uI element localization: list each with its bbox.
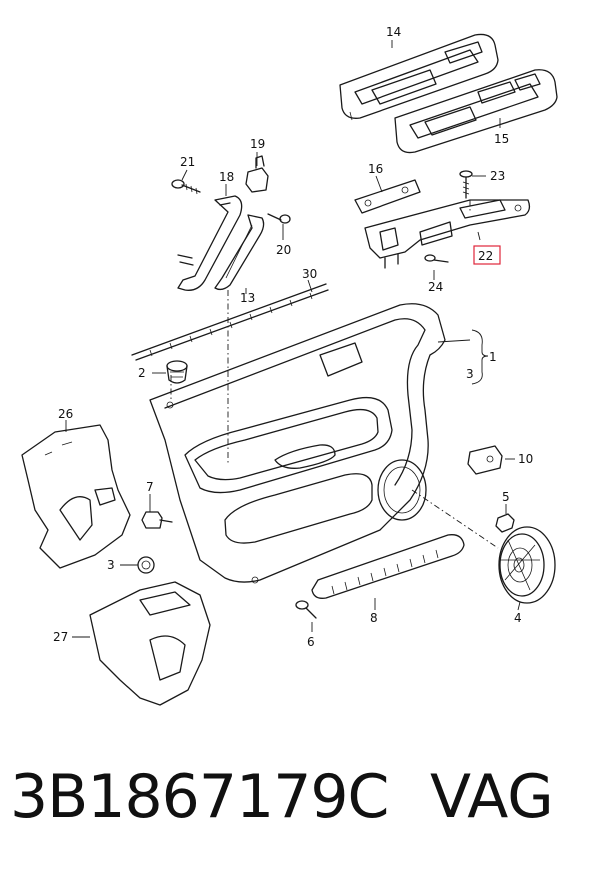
part-1-door-trim-panel <box>149 303 446 584</box>
bracket-1-3 <box>471 329 489 385</box>
part-26-insulation-piece <box>21 424 131 569</box>
callout-1: 1 <box>489 350 497 364</box>
part-27-insulation-piece <box>89 581 211 706</box>
callout-14: 14 <box>386 25 401 39</box>
part-15-trim-strip <box>394 69 558 154</box>
part-20-screw <box>267 213 291 224</box>
callout-18: 18 <box>219 170 234 184</box>
part-6-screw <box>295 600 317 619</box>
callout-20: 20 <box>276 243 291 257</box>
callout-27: 27 <box>53 630 68 644</box>
part-24-screw <box>424 254 449 263</box>
callout-19: 19 <box>250 137 265 151</box>
part-5-nut <box>495 513 515 533</box>
brand-label: VAG <box>430 762 554 832</box>
callout-16: 16 <box>368 162 383 176</box>
centerline <box>411 489 499 549</box>
callout-3-upper: 3 <box>466 367 474 381</box>
highlight-box-22 <box>473 245 501 265</box>
part-10-switch <box>467 445 503 475</box>
part-2-clip <box>166 360 188 384</box>
callout-30: 30 <box>302 267 317 281</box>
callout-6: 6 <box>307 635 315 649</box>
part-30-sealing-strip <box>131 283 329 361</box>
callout-26: 26 <box>58 407 73 421</box>
part-4-speaker <box>498 526 556 604</box>
part-13-handle-cover <box>214 214 265 291</box>
part-21-screw <box>171 179 201 195</box>
part-8-trim-strip <box>311 534 465 599</box>
callout-2: 2 <box>138 366 146 380</box>
callout-4: 4 <box>514 611 522 625</box>
callout-24: 24 <box>428 280 443 294</box>
part-18-grab-handle <box>177 195 243 291</box>
part-number: 3B1867179C <box>10 762 389 832</box>
part-14-trim-strip <box>339 33 499 121</box>
callout-13: 13 <box>240 291 255 305</box>
callout-23: 23 <box>490 169 505 183</box>
callout-7: 7 <box>146 480 154 494</box>
part-22-bracket-assembly <box>354 179 531 269</box>
part-23-screw <box>459 170 473 199</box>
callout-15: 15 <box>494 132 509 146</box>
part-7-clip <box>141 511 173 529</box>
exploded-parts-diagram: 14 15 16 23 22 24 19 21 18 20 13 30 1 3 … <box>21 25 558 706</box>
callout-10: 10 <box>518 452 533 466</box>
leader-lines <box>65 40 521 638</box>
callout-labels: 14 15 16 23 22 24 19 21 18 20 13 30 1 3 … <box>53 25 533 649</box>
callout-3-lower: 3 <box>107 558 115 572</box>
callout-22: 22 <box>478 249 493 263</box>
callout-5: 5 <box>502 490 510 504</box>
callout-8: 8 <box>370 611 378 625</box>
callout-21: 21 <box>180 155 195 169</box>
part-19-clip <box>245 155 269 193</box>
part-3-clip <box>137 556 155 574</box>
